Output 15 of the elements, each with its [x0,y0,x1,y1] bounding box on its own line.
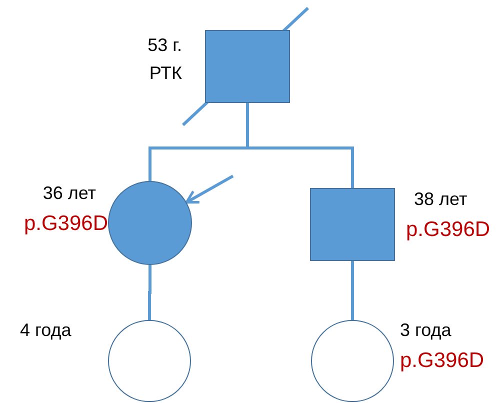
pedigree-line [148,265,152,320]
person-label: 4 года [20,321,72,339]
affected-male-square [310,188,395,261]
person-label: 36 лет [42,184,96,202]
pedigree-line [246,103,354,188]
person-label: РТК [149,64,182,82]
proband-arrow [185,174,234,204]
mutation-label: p.G396D [406,219,490,240]
person-label: 38 лет [414,190,468,208]
person-label: 53 г. [148,36,182,54]
affected-male-square [205,30,290,103]
mutation-label: p.G396D [400,350,484,371]
mutation-label: p.G396D [24,213,108,234]
person-label: 3 года [400,321,452,339]
pedigree-line [351,261,354,320]
